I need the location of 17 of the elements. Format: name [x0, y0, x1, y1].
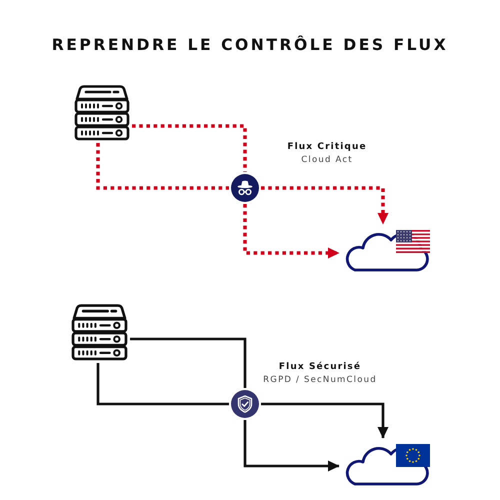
- arrow: [261, 402, 388, 438]
- flow-subtitle: RGPD / SecNumCloud: [263, 375, 377, 385]
- line: [96, 363, 229, 406]
- title: REPRENDRE LE CONTRÔLE DES FLUX: [52, 36, 448, 54]
- flow-title: Flux Critique: [287, 142, 367, 152]
- server-icon: [74, 85, 130, 141]
- shield-check-icon: [231, 390, 259, 418]
- server-icon: [71, 304, 128, 361]
- spy-icon: [231, 174, 259, 202]
- dotted-arrow: [261, 186, 388, 224]
- dotted-arrow: [243, 204, 340, 258]
- line: [130, 338, 246, 388]
- dotted-line: [96, 143, 229, 190]
- flow-subtitle: Cloud Act: [301, 155, 353, 165]
- dotted-line: [132, 124, 247, 172]
- flow-title: Flux Sécurisé: [278, 362, 362, 372]
- arrow: [244, 420, 340, 472]
